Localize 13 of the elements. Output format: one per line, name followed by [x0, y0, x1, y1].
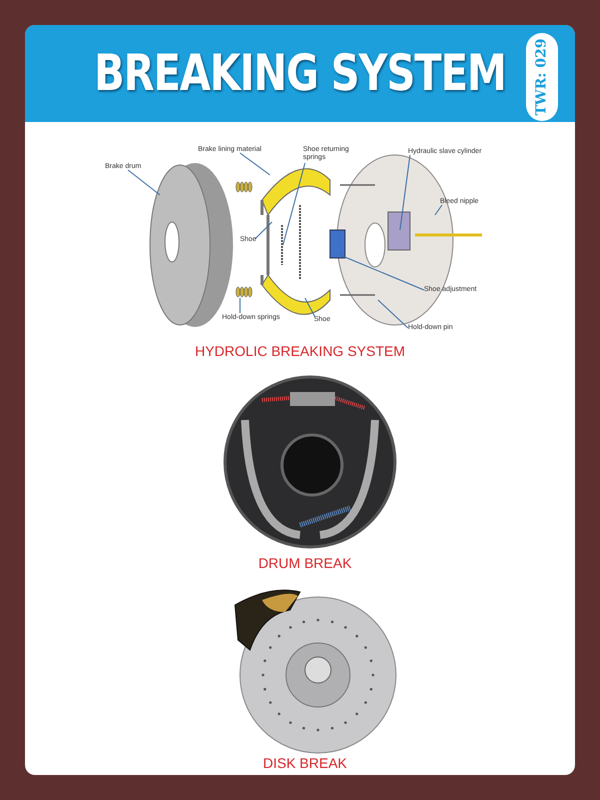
leader-line — [240, 152, 270, 176]
caption: DRUM BREAK — [258, 555, 352, 571]
leader-line — [400, 154, 410, 230]
leader-line — [340, 254, 424, 290]
caption: DISK BREAK — [262, 755, 348, 771]
leader-line — [378, 300, 408, 328]
leader-line — [304, 298, 316, 318]
leader-line — [128, 170, 160, 196]
code-badge: TWR: 029 — [526, 33, 558, 121]
caption: HYDROLIC BREAKING SYSTEM — [194, 343, 406, 359]
title: BREAKING SYSTEM — [94, 45, 506, 102]
leader-line — [254, 222, 272, 240]
leader-line — [434, 204, 442, 216]
